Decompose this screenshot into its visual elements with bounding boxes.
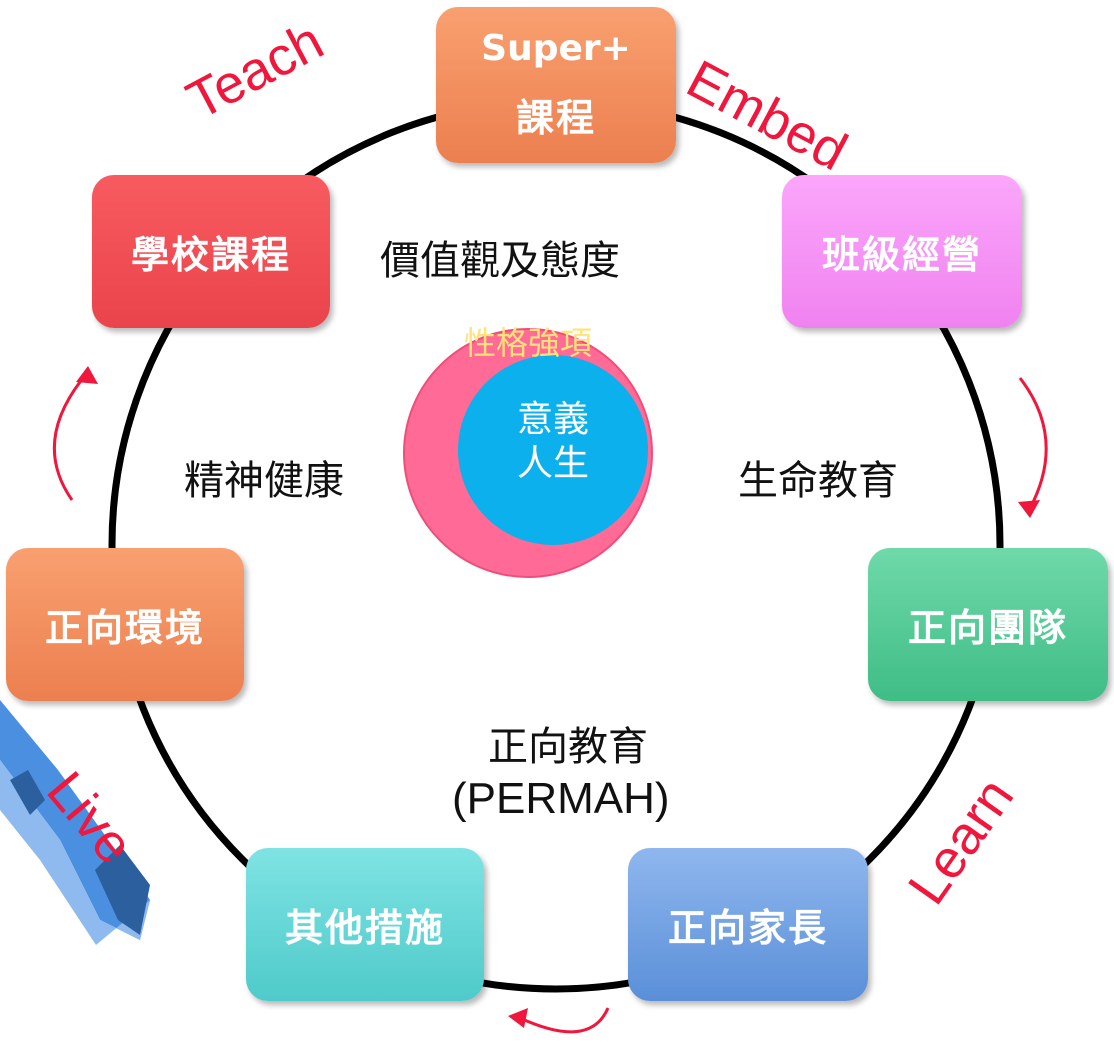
node-other-measures: 其他措施	[246, 848, 484, 1001]
label-permah: (PERMAH)	[452, 774, 670, 823]
node-positive-parents: 正向家長	[628, 848, 868, 1001]
curved-arrow-left-icon	[52, 371, 90, 501]
node-other-measures-label: 其他措施	[284, 906, 445, 950]
arrowhead-bottom-icon	[508, 1008, 528, 1028]
node-positive-team-label: 正向團隊	[907, 606, 1068, 650]
node-positive-environment: 正向環境	[6, 548, 244, 701]
node-class-management: 班級經營	[782, 175, 1022, 328]
meaningful-life-circle	[458, 355, 648, 545]
node-super-curriculum: Super+ 課程	[436, 7, 676, 163]
label-values-attitudes: 價值觀及態度	[380, 238, 620, 284]
label-positive-education: 正向教育	[488, 724, 648, 770]
node-positive-team: 正向團隊	[868, 548, 1108, 701]
label-mental-health: 精神健康	[184, 458, 344, 504]
node-school-curriculum-label: 學校課程	[130, 233, 291, 277]
curved-arrow-right-icon	[1018, 377, 1048, 513]
arrowhead-right-icon	[1018, 500, 1040, 518]
arrowhead-left-icon	[76, 366, 98, 384]
meaningful-life-line2: 人生	[516, 443, 589, 484]
node-super-line1: Super+	[481, 28, 631, 69]
label-life-education: 生命教育	[738, 458, 898, 504]
character-strengths-label: 性格強項	[463, 324, 592, 362]
meaningful-life-line1: 意義	[516, 399, 589, 440]
blue-arrow-icon	[0, 700, 150, 945]
node-super-line2: 課程	[515, 96, 596, 140]
node-positive-environment-label: 正向環境	[44, 606, 205, 650]
node-positive-parents-label: 正向家長	[667, 906, 828, 950]
node-school-curriculum: 學校課程	[92, 175, 330, 328]
node-class-management-label: 班級經營	[821, 233, 982, 277]
curved-arrow-bottom-icon	[519, 1007, 610, 1034]
